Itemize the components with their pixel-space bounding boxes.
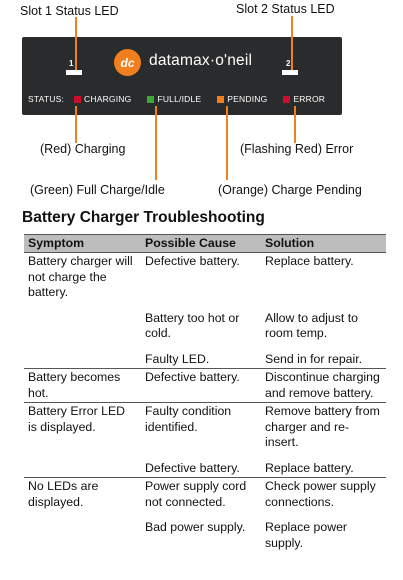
solution-cell: Allow to adjust to room temp.	[265, 310, 358, 341]
symptom-cell: No LEDs are displayed.	[28, 479, 99, 509]
symptom-cell: Battery becomes hot.	[24, 368, 141, 403]
solution-cell: Replace battery.	[265, 254, 354, 268]
slot2-leader-line	[291, 16, 293, 70]
status-error-label: ERROR	[293, 94, 326, 104]
symptom-cell	[24, 302, 141, 343]
datamax-logo-icon: dc	[114, 49, 141, 76]
symptom-cell: Battery charger will not charge the batt…	[28, 254, 133, 299]
callout-error: (Flashing Red) Error	[240, 142, 354, 156]
cause-cell: Bad power supply.	[145, 520, 246, 534]
table-row: Battery too hot or cold. Allow to adjust…	[24, 302, 386, 343]
charger-panel: 1 2 dc datamax·o'neil STATUS: CHARGING F…	[22, 37, 342, 115]
slot1-led	[66, 70, 82, 75]
solution-cell: Remove battery from charger and re-inser…	[265, 404, 380, 449]
status-full-idle-label: FULL/IDLE	[157, 94, 202, 104]
slot1-leader-line	[75, 17, 77, 70]
slot1-status-led-label: Slot 1 Status LED	[20, 4, 119, 18]
section-title: Battery Charger Troubleshooting	[22, 209, 265, 226]
table-row: Battery Error LED is displayed. Faulty c…	[24, 403, 386, 452]
troubleshooting-table: Symptom Possible Cause Solution Battery …	[24, 234, 386, 552]
header-symptom: Symptom	[24, 234, 141, 253]
callout-charge-pending: (Orange) Charge Pending	[218, 183, 362, 197]
status-legend: STATUS: CHARGING FULL/IDLE PENDING ERROR	[28, 93, 338, 105]
symptom-cell	[24, 342, 141, 369]
table-row: Battery charger will not charge the batt…	[24, 253, 386, 302]
full-idle-led-icon	[147, 95, 155, 103]
charging-leader-line	[75, 106, 77, 143]
status-full-idle: FULL/IDLE	[147, 94, 201, 104]
cause-cell: Battery too hot or cold.	[145, 310, 240, 341]
cause-cell: Defective battery.	[145, 254, 240, 268]
table-row: No LEDs are displayed. Power supply cord…	[24, 478, 386, 512]
slot2-led	[282, 70, 298, 75]
error-leader-line	[294, 106, 296, 143]
symptom-cell	[24, 511, 141, 552]
charging-led-icon	[74, 95, 82, 103]
slot2-status-led-label: Slot 2 Status LED	[236, 2, 335, 16]
symptom-cell: Battery Error LED is displayed.	[28, 404, 126, 434]
header-solution: Solution	[261, 234, 386, 253]
status-charging-label: CHARGING	[84, 94, 132, 104]
table-row: Battery becomes hot. Defective battery. …	[24, 368, 386, 403]
status-label: STATUS:	[28, 94, 65, 104]
status-error: ERROR	[283, 94, 325, 104]
solution-cell: Check power supply connections.	[265, 479, 376, 509]
cause-cell: Faulty LED.	[141, 342, 261, 369]
table-row: Faulty LED. Send in for repair.	[24, 342, 386, 369]
slot1-number: 1	[69, 59, 74, 68]
cause-cell: Defective battery.	[141, 368, 261, 403]
status-charging: CHARGING	[74, 94, 131, 104]
callout-full-charge: (Green) Full Charge/Idle	[30, 183, 165, 197]
table-row: Defective battery. Replace battery.	[24, 451, 386, 478]
solution-cell: Replace power supply.	[265, 520, 348, 550]
solution-cell: Replace battery.	[261, 451, 386, 478]
error-led-icon	[283, 95, 291, 103]
cause-cell: Power supply cord not connected.	[145, 479, 247, 509]
brand-name: datamax·o'neil	[149, 52, 253, 69]
cause-cell: Defective battery.	[141, 451, 261, 478]
slot2-number: 2	[286, 59, 291, 68]
status-pending-label: PENDING	[227, 94, 268, 104]
full-leader-line	[155, 106, 157, 180]
callout-charging: (Red) Charging	[40, 142, 126, 156]
header-possible-cause: Possible Cause	[141, 234, 261, 253]
pending-led-icon	[217, 95, 225, 103]
table-row: Bad power supply. Replace power supply.	[24, 511, 386, 552]
cause-cell: Faulty condition identified.	[145, 404, 232, 434]
table-header-row: Symptom Possible Cause Solution	[24, 234, 386, 253]
solution-cell: Discontinue charging and remove battery.	[261, 368, 386, 403]
pending-leader-line	[226, 106, 228, 180]
symptom-cell	[24, 451, 141, 478]
solution-cell: Send in for repair.	[261, 342, 386, 369]
status-pending: PENDING	[217, 94, 267, 104]
